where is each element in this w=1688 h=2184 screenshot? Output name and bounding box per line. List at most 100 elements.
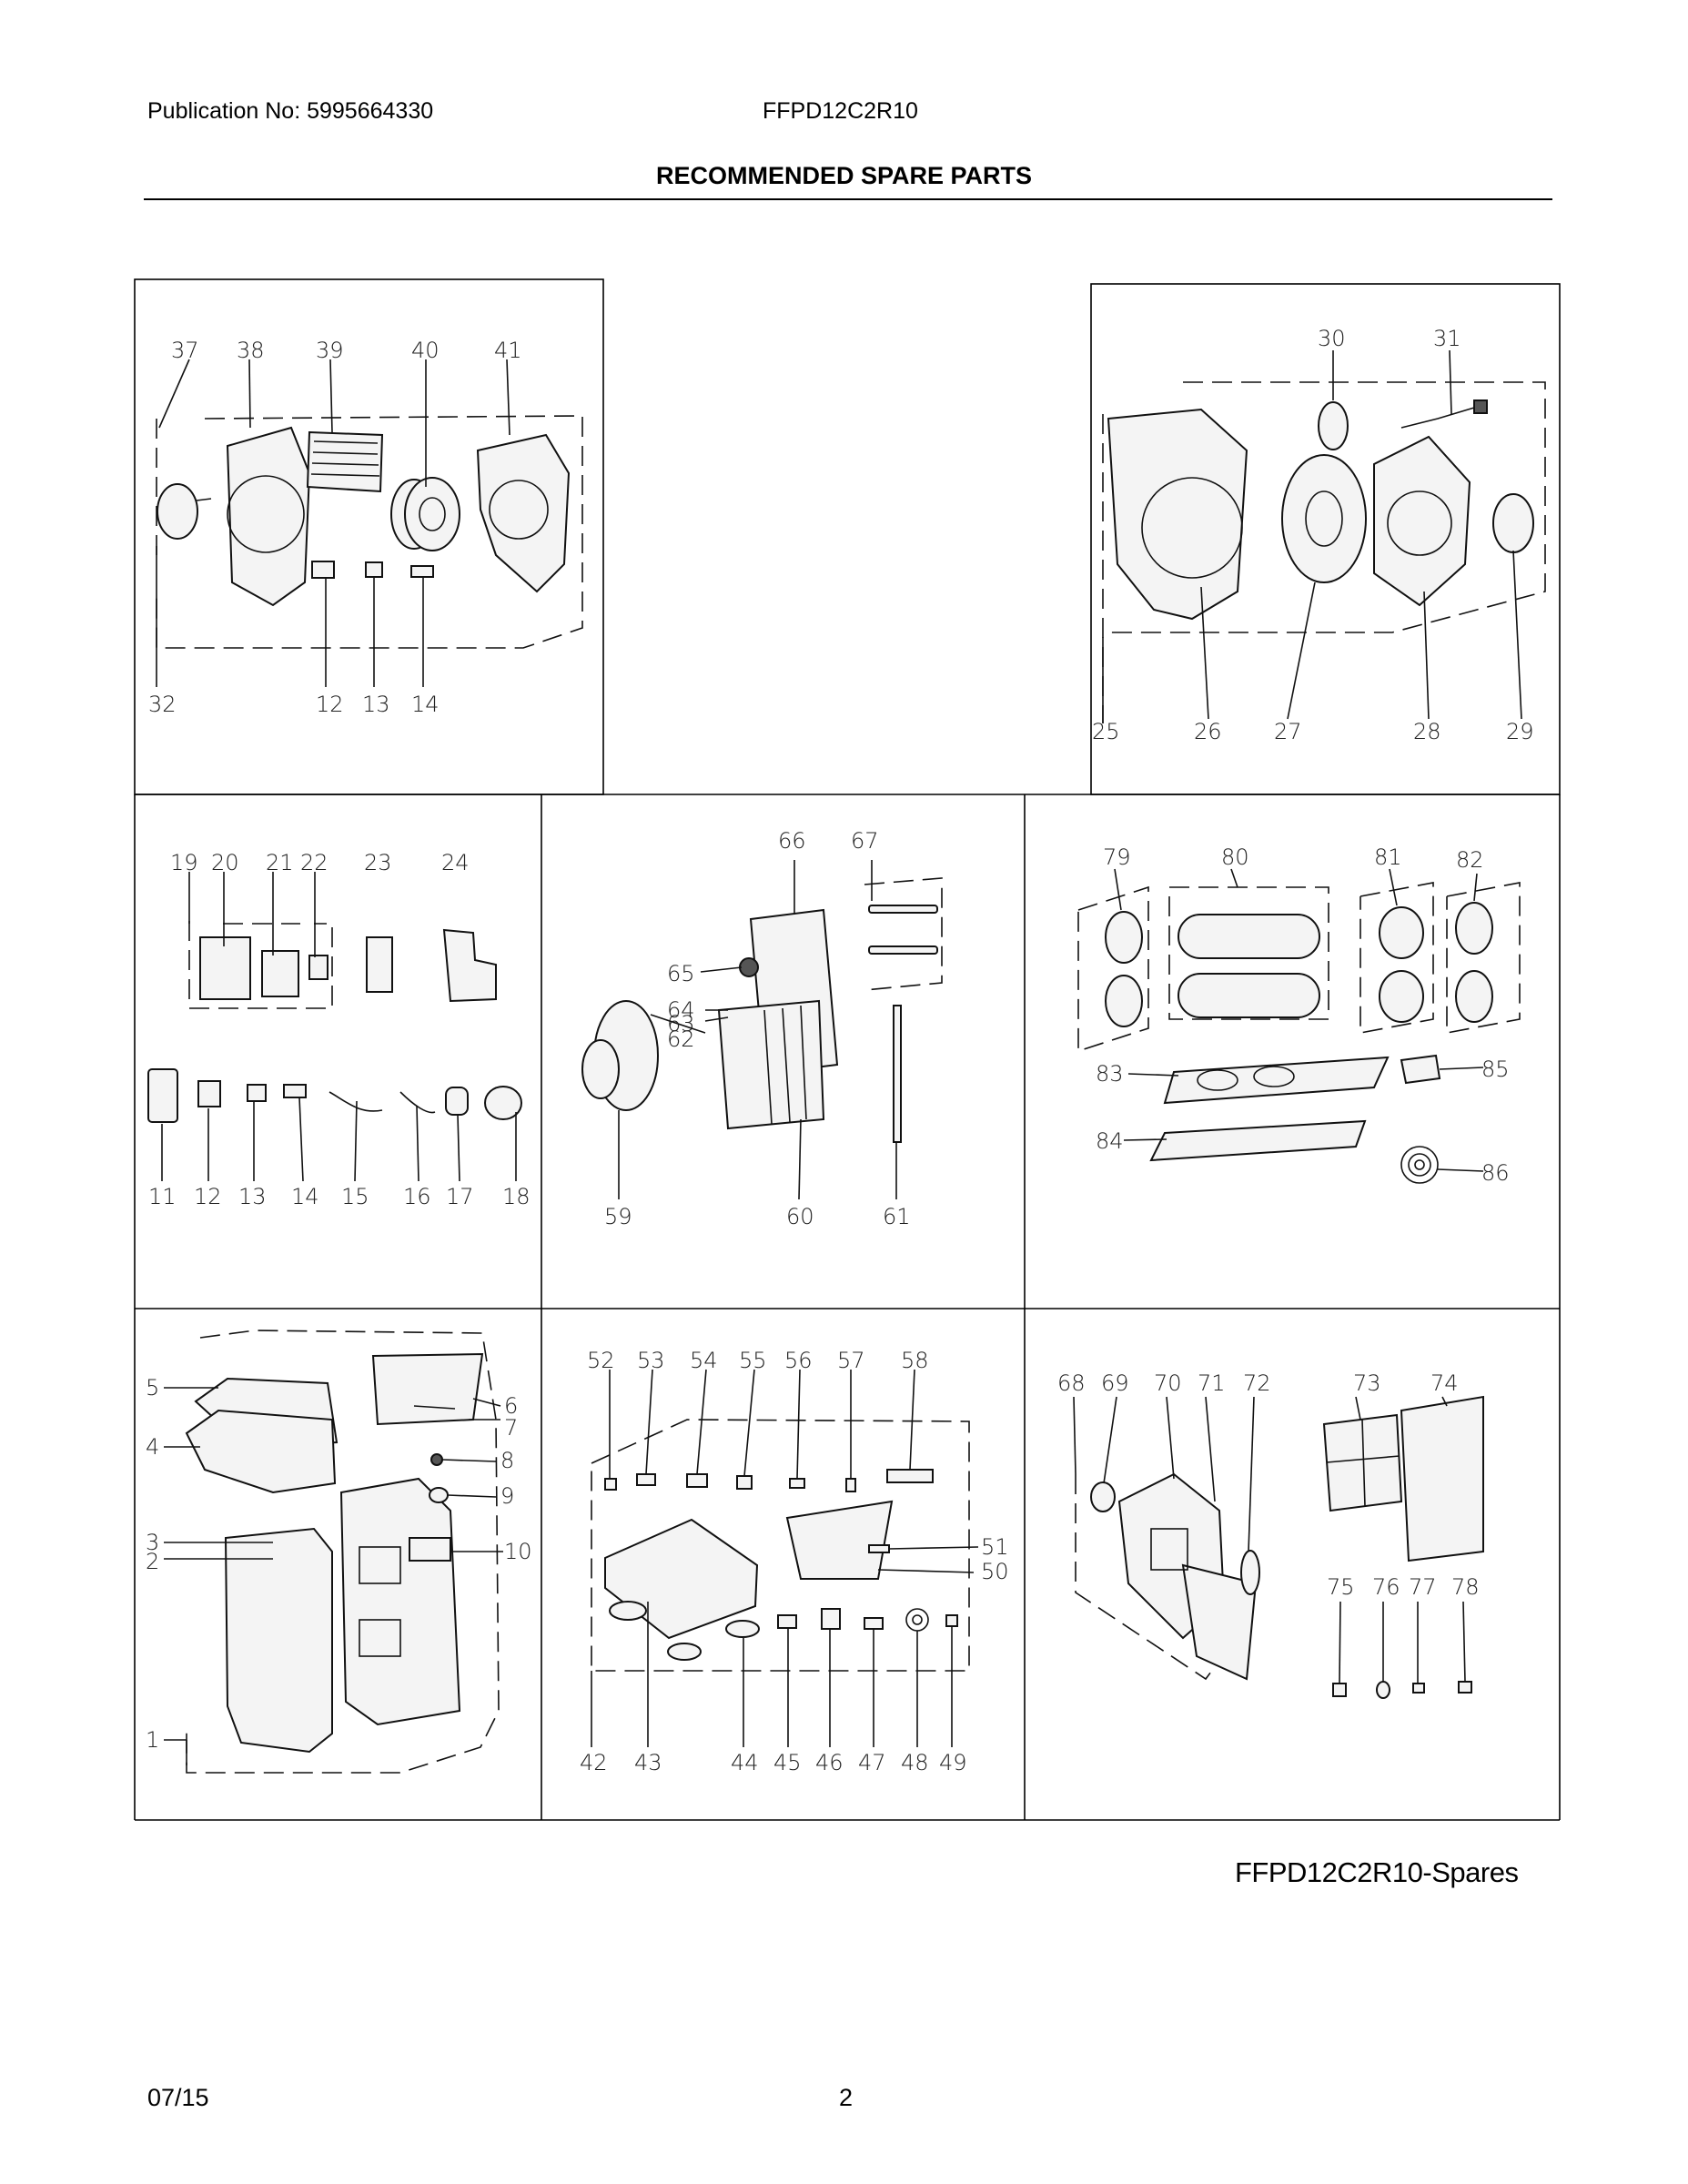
callout-60: 60 [786, 1204, 814, 1229]
callout-32: 32 [148, 692, 177, 717]
callout-24: 24 [441, 850, 470, 875]
panel-3-labels: 19 20 21 22 23 24 11 12 13 14 15 16 17 1… [148, 850, 531, 1209]
callout-3: 3 [146, 1530, 159, 1555]
callout-81: 81 [1374, 844, 1402, 870]
callout-67: 67 [851, 828, 879, 854]
callout-43: 43 [634, 1750, 662, 1775]
callout-83: 83 [1096, 1061, 1124, 1087]
callout-76: 76 [1372, 1574, 1400, 1600]
callout-2: 2 [146, 1549, 159, 1574]
callout-39: 39 [316, 338, 344, 363]
callout-84: 84 [1096, 1128, 1124, 1154]
callout-47: 47 [858, 1750, 886, 1775]
callout-78: 78 [1451, 1574, 1480, 1600]
callout-74: 74 [1430, 1370, 1459, 1396]
panel-electrical [147, 872, 522, 1182]
callout-61: 61 [883, 1204, 911, 1229]
callout-73: 73 [1353, 1370, 1381, 1396]
callout-71: 71 [1198, 1370, 1226, 1396]
callout-72: 72 [1243, 1370, 1271, 1396]
callout-12: 12 [316, 692, 344, 717]
callout-75: 75 [1327, 1574, 1355, 1600]
callout-15: 15 [341, 1184, 369, 1209]
callout-66: 66 [778, 828, 806, 854]
callout-1: 1 [146, 1727, 159, 1753]
callout-16: 16 [403, 1184, 431, 1209]
callout-38: 38 [237, 338, 265, 363]
callout-70: 70 [1154, 1370, 1182, 1396]
callout-62: 62 [667, 1026, 695, 1052]
callout-41: 41 [494, 338, 522, 363]
callout-25: 25 [1092, 719, 1120, 744]
footer-date: 07/15 [147, 2084, 209, 2111]
callout-50: 50 [981, 1559, 1009, 1584]
callout-11: 11 [148, 1184, 177, 1209]
callout-14b: 14 [291, 1184, 319, 1209]
callout-28: 28 [1413, 719, 1441, 744]
callout-18: 18 [502, 1184, 531, 1209]
callout-4: 4 [146, 1434, 159, 1460]
callout-51: 51 [981, 1534, 1009, 1560]
page-title: RECOMMENDED SPARE PARTS [655, 162, 1033, 189]
panel-2-labels: 30 31 25 26 27 28 29 [1092, 326, 1534, 744]
panel-6-labels: 5 6 7 4 8 9 3 2 10 1 [146, 1375, 532, 1753]
callout-30: 30 [1318, 326, 1346, 351]
model-number: FFPD12C2R10 [763, 98, 918, 124]
callout-55: 55 [739, 1348, 767, 1373]
page-number: 2 [839, 2084, 854, 2111]
panel-8-labels: 68 69 70 71 72 73 74 75 76 77 78 [1057, 1370, 1480, 1600]
panel-1-labels: 37 38 39 40 41 32 12 13 14 [148, 338, 522, 717]
callout-65: 65 [667, 961, 695, 986]
callout-29: 29 [1506, 719, 1534, 744]
callout-80: 80 [1221, 844, 1249, 870]
callout-20: 20 [211, 850, 239, 875]
callout-40: 40 [411, 338, 440, 363]
panel-5-labels: 79 80 81 82 83 85 84 86 [1096, 844, 1510, 1186]
callout-85: 85 [1481, 1057, 1510, 1082]
callout-13b: 13 [238, 1184, 267, 1209]
panel-rear-filters [1073, 1395, 1484, 1699]
callout-79: 79 [1103, 844, 1131, 870]
callout-23: 23 [364, 850, 392, 875]
callout-69: 69 [1101, 1370, 1129, 1396]
callout-17: 17 [446, 1184, 474, 1209]
callout-10: 10 [504, 1539, 532, 1564]
callout-46: 46 [815, 1750, 844, 1775]
callout-22: 22 [300, 850, 329, 875]
callout-53: 53 [637, 1348, 665, 1373]
callout-57: 57 [837, 1348, 865, 1373]
callout-26: 26 [1194, 719, 1222, 744]
panel-7-labels: 52 53 54 55 56 57 58 51 50 42 43 44 45 4… [580, 1348, 1009, 1775]
callout-27: 27 [1274, 719, 1302, 744]
title-rule [144, 198, 1552, 200]
panel-frames [134, 278, 1561, 1821]
callout-58: 58 [901, 1348, 929, 1373]
callout-82: 82 [1456, 847, 1484, 873]
callout-19: 19 [170, 850, 198, 875]
panel-exhaust-kit [1077, 868, 1521, 1184]
callout-64: 64 [667, 997, 695, 1023]
callout-14: 14 [411, 692, 440, 717]
callout-7: 7 [504, 1415, 518, 1441]
callout-77: 77 [1409, 1574, 1437, 1600]
callout-12b: 12 [194, 1184, 222, 1209]
callout-13: 13 [362, 692, 390, 717]
callout-49: 49 [939, 1750, 967, 1775]
callout-86: 86 [1481, 1160, 1510, 1186]
callout-45: 45 [773, 1750, 802, 1775]
callout-54: 54 [690, 1348, 718, 1373]
callout-9: 9 [500, 1483, 514, 1509]
callout-6: 6 [504, 1393, 518, 1419]
callout-56: 56 [784, 1348, 813, 1373]
callout-48: 48 [901, 1750, 929, 1775]
callout-68: 68 [1057, 1370, 1086, 1396]
callout-63: 63 [667, 1011, 695, 1036]
callout-31: 31 [1433, 326, 1461, 351]
callout-52: 52 [587, 1348, 615, 1373]
callout-37: 37 [171, 338, 199, 363]
callout-8: 8 [500, 1448, 514, 1473]
panel-base-pan [591, 1369, 979, 1747]
diagram-caption: FFPD12C2R10-Spares [1235, 1856, 1519, 1888]
callout-59: 59 [604, 1204, 632, 1229]
